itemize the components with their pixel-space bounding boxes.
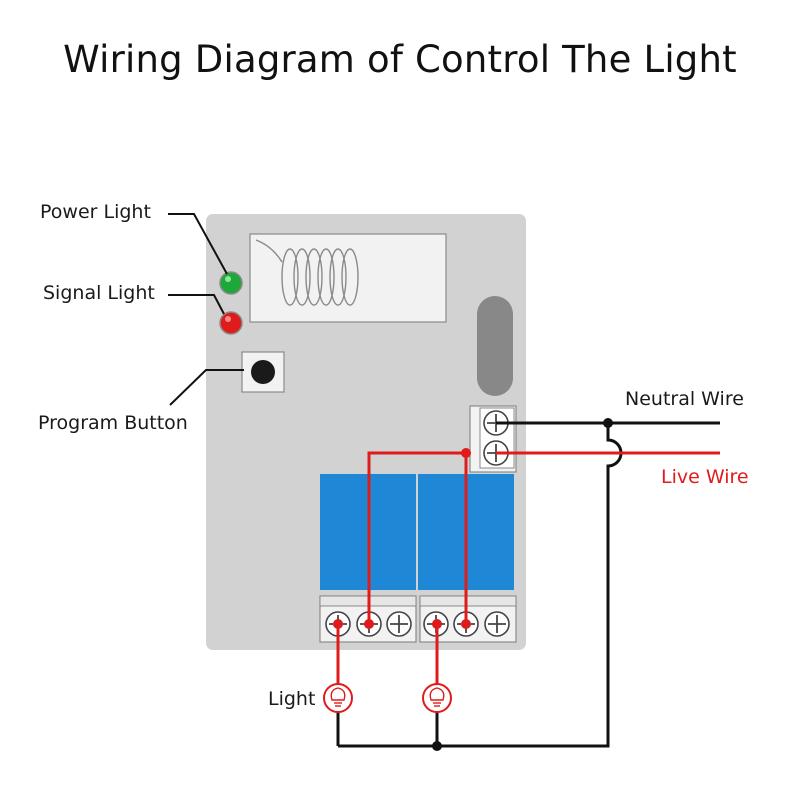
signal-light-led bbox=[219, 311, 243, 335]
live-wire-label: Live Wire bbox=[661, 466, 749, 488]
light-bulb-icon bbox=[323, 683, 353, 713]
live-branch-1 bbox=[367, 451, 466, 624]
program-button-pointer bbox=[169, 369, 244, 406]
signal-light-label: Signal Light bbox=[43, 282, 155, 304]
screw-terminal-icon bbox=[484, 611, 510, 637]
output-terminal-block-2 bbox=[419, 595, 517, 643]
antenna-coil-icon bbox=[255, 239, 359, 306]
neutral-wire-label: Neutral Wire bbox=[625, 388, 744, 410]
screw-terminal-icon bbox=[386, 611, 412, 637]
live-junction bbox=[461, 448, 471, 458]
program-button-label: Program Button bbox=[38, 412, 188, 434]
antenna-module bbox=[249, 233, 447, 323]
light-label: Light bbox=[268, 688, 316, 710]
power-light-led bbox=[219, 271, 243, 295]
diagram-title: Wiring Diagram of Control The Light bbox=[63, 38, 737, 81]
crystal-slot bbox=[477, 296, 513, 396]
power-light-label: Power Light bbox=[40, 201, 151, 223]
signal-light-pointer bbox=[168, 294, 225, 315]
power-light-pointer bbox=[168, 213, 228, 275]
light-bulb-icon bbox=[422, 683, 452, 713]
power-terminal-block bbox=[469, 405, 517, 473]
